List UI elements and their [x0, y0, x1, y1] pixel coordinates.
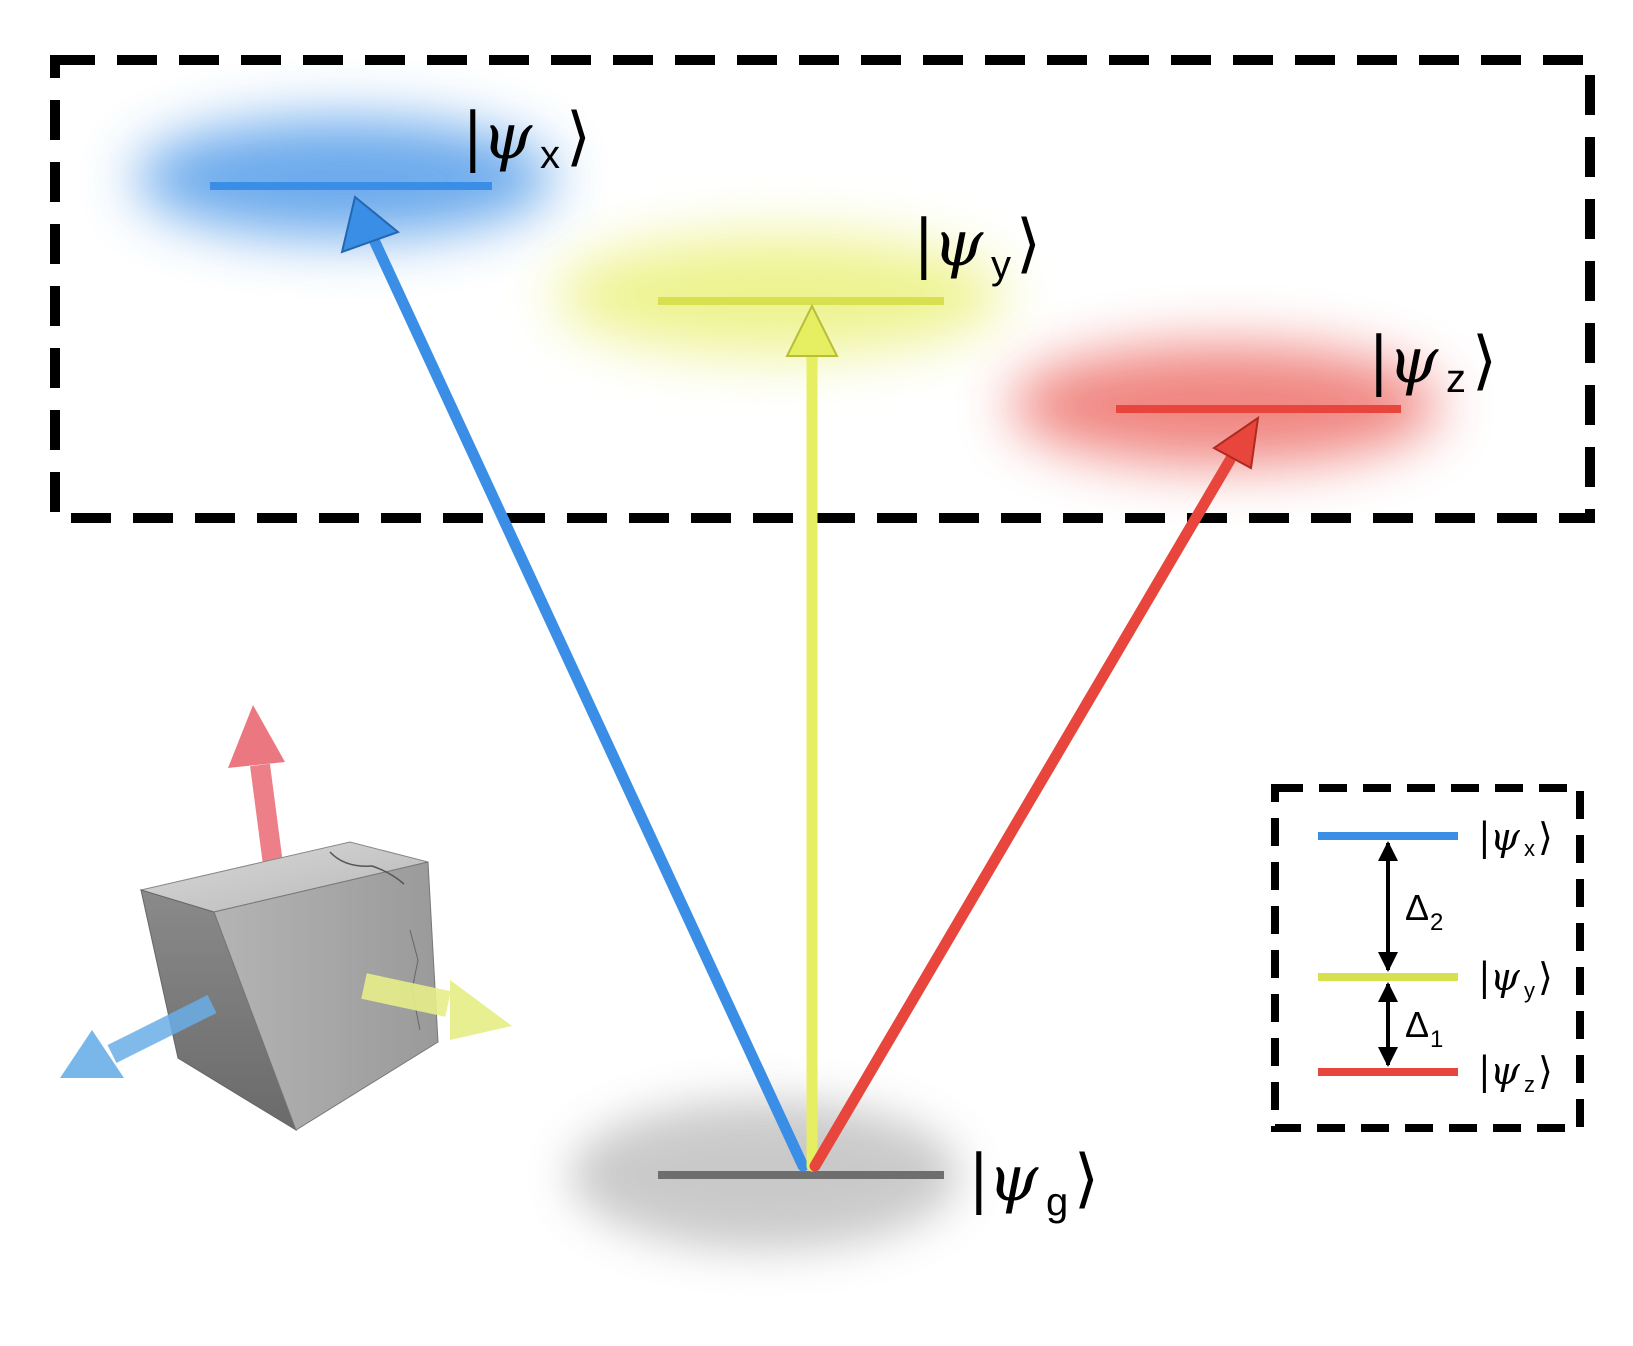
- cube-crack: [329, 851, 405, 885]
- transition-arrowhead-x: [340, 195, 401, 254]
- svg-text:⟩: ⟩: [1538, 955, 1553, 999]
- inset-psi-x-symbol: ψ: [1490, 815, 1521, 859]
- svg-text:⟩: ⟩: [566, 100, 591, 174]
- svg-text:⟩: ⟩: [1472, 324, 1497, 398]
- inset-frame: [1271, 784, 1584, 1132]
- svg-text:|: |: [1478, 815, 1491, 859]
- delta2-symbol: Δ: [1405, 887, 1429, 928]
- inset-label-psi-y: | ψ y ⟩: [1478, 955, 1553, 1003]
- inset-psi-y-symbol: ψ: [1490, 955, 1521, 999]
- transition-arrowhead-y: [785, 303, 839, 357]
- cube-arrowhead-right-yellow: [450, 980, 512, 1040]
- label-psi-y: | ψ y ⟩: [913, 207, 1041, 287]
- inset-psi-y-subscript: y: [1524, 978, 1535, 1003]
- transition-arrowhead-z: [1212, 415, 1260, 470]
- cube-arrowhead-left-blue: [60, 1030, 124, 1078]
- delta2-subscript: 2: [1430, 909, 1443, 936]
- transition-arrow-z: [809, 454, 1236, 1172]
- delta1-symbol: Δ: [1405, 1004, 1429, 1045]
- inset-label-psi-z: | ψ z ⟩: [1478, 1049, 1553, 1097]
- excited-states-frame: [50, 55, 1595, 523]
- psi-g-subscript: g: [1046, 1180, 1068, 1224]
- psi-z-subscript: z: [1446, 357, 1466, 401]
- inset-psi-x-subscript: x: [1524, 836, 1535, 861]
- delta1-subscript: 1: [1430, 1026, 1443, 1053]
- psi-x-symbol: ψ: [482, 100, 533, 174]
- transition-arrow-x: [368, 234, 809, 1172]
- cube-arrowhead-up-red: [228, 705, 285, 768]
- glow-x: [135, 118, 555, 238]
- svg-text:|: |: [968, 1142, 990, 1216]
- cube-right-face: [213, 861, 439, 1131]
- svg-text:⟩: ⟩: [1016, 207, 1041, 281]
- inset-psi-z-symbol: ψ: [1490, 1049, 1521, 1093]
- svg-text:|: |: [1368, 324, 1390, 398]
- glow-y: [555, 235, 1005, 355]
- cube-with-axis-arrows-icon: [60, 705, 512, 1132]
- svg-text:⟩: ⟩: [1538, 1049, 1553, 1093]
- svg-text:⟩: ⟩: [1538, 815, 1553, 859]
- inset-label-psi-x: | ψ x ⟩: [1478, 815, 1553, 861]
- inset-psi-z-subscript: z: [1524, 1072, 1535, 1097]
- cube-arrow-left-blue: [107, 995, 217, 1063]
- svg-text:|: |: [1478, 955, 1491, 999]
- cube-arrow-up-red: [250, 763, 284, 874]
- svg-text:|: |: [913, 207, 935, 281]
- psi-y-symbol: ψ: [933, 207, 984, 281]
- splitting-inset: Δ 2 Δ 1 | ψ x ⟩ | ψ y ⟩ | ψ z ⟩: [1271, 784, 1584, 1132]
- label-psi-g: | ψ g ⟩: [968, 1142, 1099, 1224]
- psi-z-symbol: ψ: [1388, 324, 1439, 398]
- svg-text:|: |: [462, 100, 484, 174]
- delta2-label: Δ 2: [1405, 887, 1443, 936]
- label-psi-z: | ψ z ⟩: [1368, 324, 1497, 401]
- svg-text:|: |: [1478, 1049, 1491, 1093]
- cube-arrow-right-yellow: [361, 973, 451, 1017]
- psi-x-subscript: x: [540, 133, 560, 177]
- psi-g-symbol: ψ: [988, 1142, 1039, 1216]
- label-psi-x: | ψ x ⟩: [462, 100, 591, 177]
- psi-y-subscript: y: [991, 243, 1011, 287]
- delta1-label: Δ 1: [1405, 1004, 1443, 1053]
- svg-text:⟩: ⟩: [1074, 1142, 1099, 1216]
